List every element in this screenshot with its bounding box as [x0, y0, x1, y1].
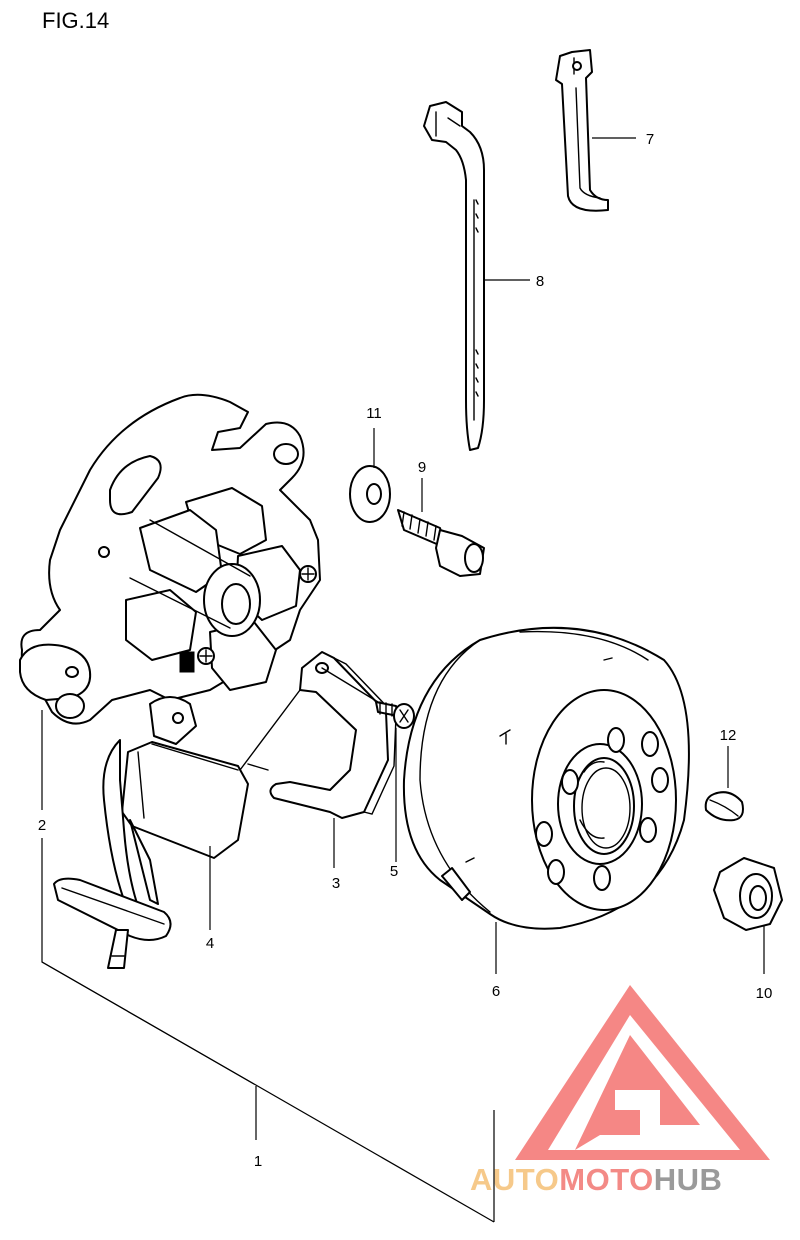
callout-1: 1 — [254, 1153, 262, 1170]
part-5-screw-icon — [375, 701, 415, 729]
callout-3: 3 — [332, 875, 340, 892]
watermark-part-hub: HUB — [654, 1162, 723, 1197]
part-12-key-icon — [704, 791, 744, 822]
watermark-part-auto: AUTO — [470, 1162, 559, 1197]
part-11-washer-icon — [349, 465, 391, 523]
part-2-stator-icon — [19, 393, 321, 725]
part-10-nut-icon — [713, 857, 783, 931]
callout-2: 2 — [38, 817, 46, 834]
figure-title: FIG.14 — [42, 8, 110, 33]
watermark-logo-icon — [515, 985, 770, 1160]
callout-8: 8 — [536, 273, 544, 290]
callout-9: 9 — [418, 459, 426, 476]
part-9-bolt-icon — [397, 509, 485, 577]
part-4-pulser-coil-icon — [53, 696, 249, 969]
part-8-cable-tie-icon — [423, 101, 485, 451]
callout-11: 11 — [366, 405, 382, 422]
callout-7: 7 — [646, 131, 654, 148]
callout-5: 5 — [390, 863, 398, 880]
part-1-assembly-bracket — [41, 961, 495, 1223]
watermark-text: AUTOMOTOHUB — [470, 1162, 722, 1197]
callout-6: 6 — [492, 983, 500, 1000]
part-7-clamp-icon — [555, 49, 609, 212]
callout-10: 10 — [756, 985, 773, 1002]
callout-4: 4 — [206, 935, 214, 952]
callout-12: 12 — [720, 727, 737, 744]
watermark-part-moto: MOTO — [559, 1162, 653, 1197]
part-6-rotor-icon — [402, 626, 690, 930]
